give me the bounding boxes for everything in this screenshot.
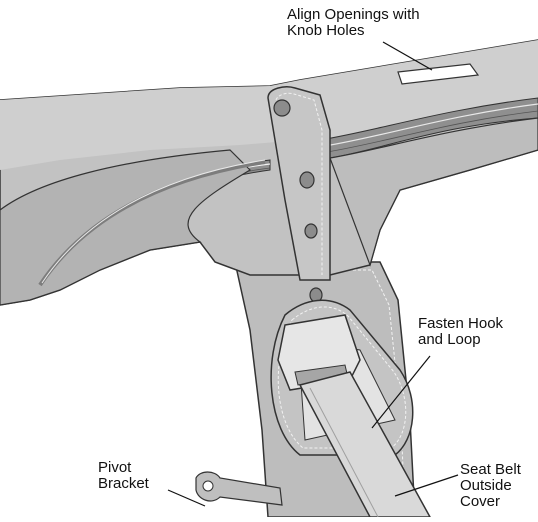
seat-belt-cover-label-line2: Outside: [460, 478, 521, 494]
align-openings-label-line2: Knob Holes: [287, 23, 420, 39]
pivot-bracket-hole: [203, 481, 213, 491]
pivot-bracket-label-line1: Pivot: [98, 460, 149, 476]
snap-middle: [305, 224, 317, 238]
seat-belt-cover-label-line3: Cover: [460, 494, 521, 510]
align-openings-label: Align Openings with Knob Holes: [287, 7, 420, 39]
pivot-bracket-label-line2: Bracket: [98, 476, 149, 492]
align-openings-label-line1: Align Openings with: [287, 7, 420, 23]
seat-belt-cover-label-line1: Seat Belt: [460, 462, 521, 478]
snap-top: [274, 100, 290, 116]
fasten-hook-label-line2: and Loop: [418, 332, 503, 348]
seat-belt-cover-label: Seat Belt Outside Cover: [460, 462, 521, 510]
snap-upper: [300, 172, 314, 188]
fasten-hook-label-line1: Fasten Hook: [418, 316, 503, 332]
fasten-hook-label: Fasten Hook and Loop: [418, 316, 503, 348]
pivot-bracket-label: Pivot Bracket: [98, 460, 149, 492]
